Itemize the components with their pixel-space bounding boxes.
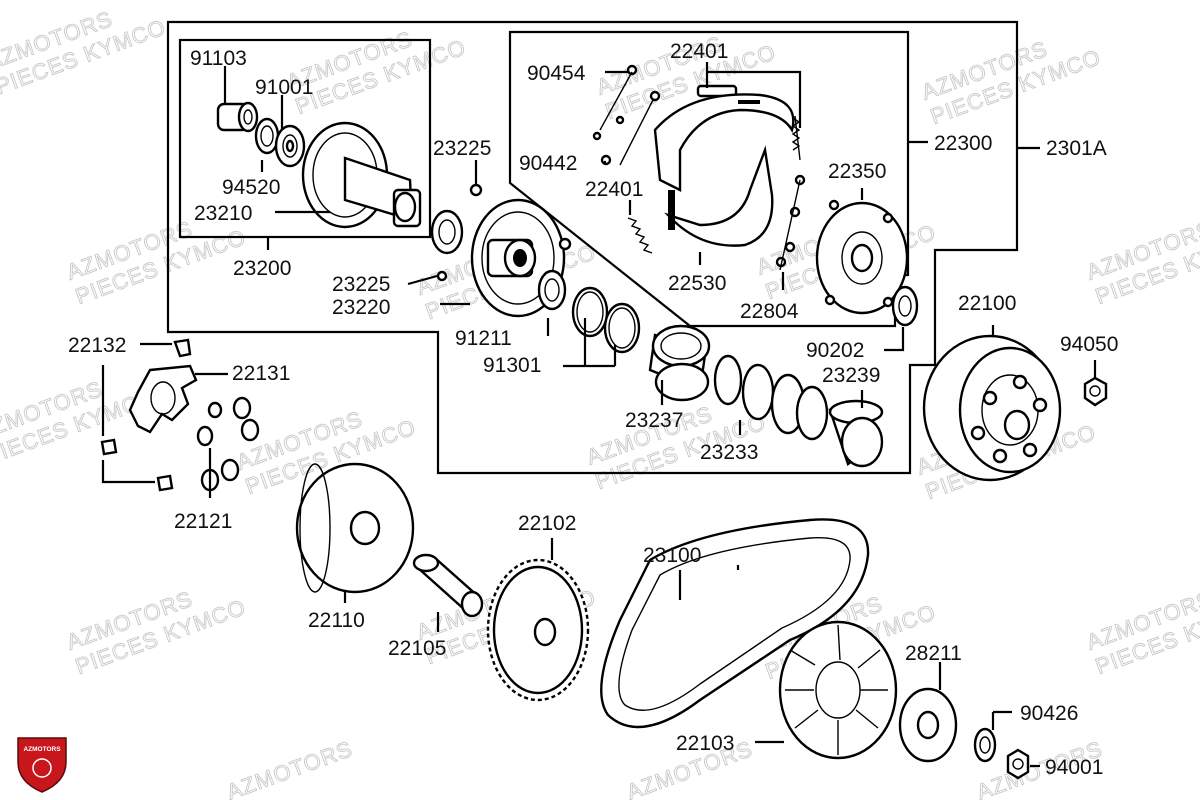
label-22110: 22110 (308, 609, 365, 632)
label-22103: 22103 (676, 732, 734, 755)
part-23210-pulley-face (301, 121, 422, 229)
label-22350: 22350 (828, 160, 886, 183)
label-28211: 28211 (905, 642, 962, 665)
label-94520: 94520 (222, 176, 280, 199)
part-23225-pin (436, 270, 448, 282)
label-22105: 22105 (388, 637, 446, 660)
part-23225-pin (469, 183, 483, 197)
part-22121-weights (196, 396, 260, 492)
part-seal-ring (430, 209, 464, 255)
logo-text: AZMOTORS (23, 746, 61, 753)
label-23200: 23200 (233, 257, 291, 280)
label-94001: 94001 (1045, 756, 1103, 779)
assembly-outline-2301A (166, 20, 1019, 475)
label-91301: 91301 (483, 354, 541, 377)
label-90202: 90202 (806, 339, 864, 362)
label-90454: 90454 (527, 62, 586, 85)
part-91103-bearing (216, 101, 259, 133)
part-94050-nut (1083, 376, 1108, 407)
label-22121: 22121 (174, 510, 232, 533)
part-labels: 91103 91001 94520 23210 23200 23225 2322… (68, 40, 1118, 779)
part-94520-seal (254, 117, 280, 155)
label-22300: 22300 (934, 132, 992, 155)
azmotors-logo: AZMOTORS (17, 737, 67, 793)
part-22110-drive-face (295, 462, 415, 594)
label-90442: 90442 (519, 152, 577, 175)
part-23100-belt (600, 518, 870, 729)
label-90426: 90426 (1020, 702, 1078, 725)
label-23220: 23220 (332, 296, 390, 319)
label-22100: 22100 (958, 292, 1016, 315)
part-22401-springs (627, 84, 801, 254)
label-22132: 22132 (68, 334, 126, 357)
part-28211-plate (898, 687, 958, 763)
label-22131: 22131 (232, 362, 290, 385)
label-91103: 91103 (190, 47, 247, 70)
label-22530: 22530 (668, 272, 726, 295)
part-22132-slider (100, 338, 192, 492)
label-23225-top: 23225 (433, 137, 491, 160)
label-91001: 91001 (255, 76, 313, 99)
label-23233: 23233 (700, 441, 758, 464)
part-22804-pins (775, 174, 806, 271)
label-22401-top: 22401 (670, 40, 728, 63)
part-90202-nut (891, 285, 919, 327)
part-22100-clutch-bell (922, 334, 1062, 482)
label-94050: 94050 (1060, 333, 1118, 356)
label-22401-bottom: 22401 (585, 178, 643, 201)
label-23237: 23237 (625, 409, 683, 432)
part-23233-spring (713, 354, 829, 441)
label-2301A: 2301A (1046, 137, 1107, 160)
part-23237-collar (648, 324, 711, 402)
part-90426-washer (973, 727, 997, 763)
label-91211: 91211 (455, 327, 512, 350)
label-23225-bottom: 23225 (332, 273, 390, 296)
assembly-box-23200 (178, 38, 432, 239)
label-23210: 23210 (194, 202, 252, 225)
label-23239: 23239 (822, 364, 880, 387)
part-90454-screw (592, 64, 661, 166)
part-94001-nut (1006, 748, 1030, 780)
part-91301-o-rings (571, 286, 641, 354)
part-91001-bearing (274, 124, 306, 168)
part-22131-ramp-plate (128, 364, 198, 434)
part-23239-collar (828, 399, 884, 468)
part-22102-kick-gear (486, 558, 590, 702)
watermark-text: AZMOTORS (223, 736, 356, 800)
part-22105-bushing (412, 553, 484, 618)
leader-lines (101, 62, 1097, 768)
part-91211-seal (537, 269, 567, 311)
label-22804: 22804 (740, 300, 799, 323)
part-22103-fan-face (778, 620, 898, 760)
part-22530-clutch-shoes (653, 93, 795, 247)
label-22102: 22102 (518, 512, 576, 535)
part-22350-drive-plate (815, 199, 909, 315)
label-23100: 23100 (643, 544, 701, 567)
